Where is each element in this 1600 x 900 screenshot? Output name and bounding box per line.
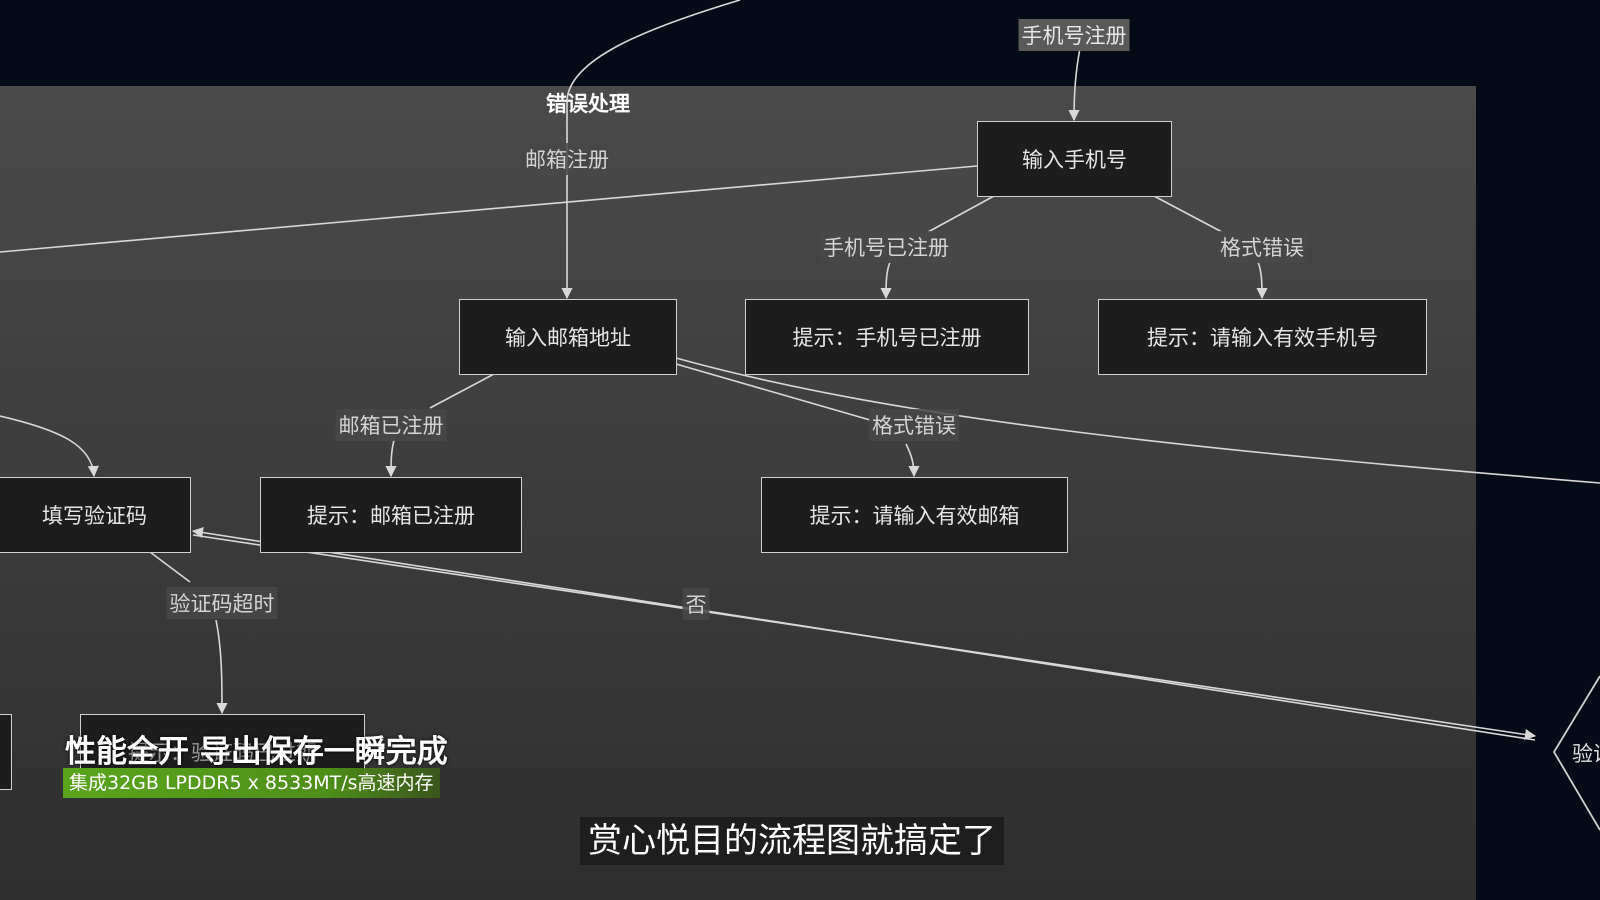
edge-label-email-format: 格式错误 [869, 409, 959, 441]
edge-label-email-register: 邮箱注册 [522, 143, 612, 175]
edge-label-phone-already: 手机号已注册 [820, 231, 952, 263]
video-caption: 赏心悦目的流程图就搞定了 [580, 817, 1004, 865]
edge-label-no: 否 [682, 588, 710, 620]
node-code-input[interactable]: 填写验证码 [0, 477, 191, 553]
node-email-registered-tip[interactable]: 提示：邮箱已注册 [260, 477, 522, 553]
verify-decision-label[interactable]: 验证 [1572, 742, 1600, 766]
node-email-invalid-tip[interactable]: 提示：请输入有效邮箱 [761, 477, 1068, 553]
edge-label-phone-register: 手机号注册 [1018, 19, 1130, 51]
promo-subtitle: 集成32GB LPDDR5 x 8533MT/s高速内存 [63, 768, 440, 798]
edge-label-phone-format: 格式错误 [1217, 231, 1307, 263]
node-phone-input[interactable]: 输入手机号 [977, 121, 1172, 197]
node-phone-registered-tip[interactable]: 提示：手机号已注册 [745, 299, 1029, 375]
node-phone-invalid-tip[interactable]: 提示：请输入有效手机号 [1098, 299, 1427, 375]
group-title: 错误处理 [546, 92, 630, 116]
edge-label-email-already: 邮箱已注册 [335, 409, 447, 441]
node-offscreen-left [0, 714, 12, 790]
edge-label-code-timeout: 验证码超时 [166, 587, 278, 619]
promo-title: 性能全开 导出保存一瞬完成 [65, 734, 448, 770]
node-email-input[interactable]: 输入邮箱地址 [459, 299, 677, 375]
